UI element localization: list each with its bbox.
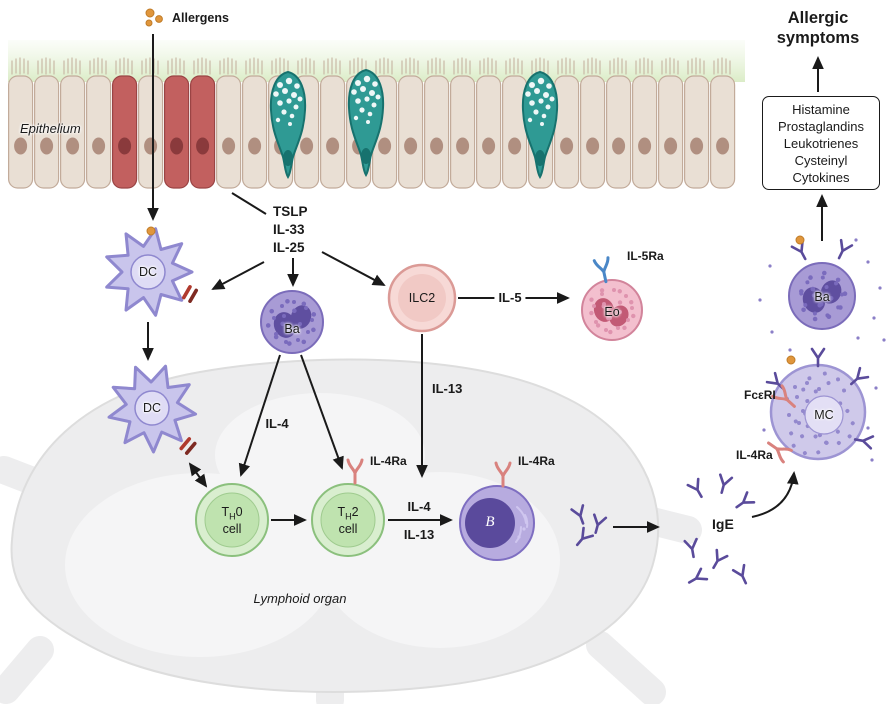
title-line1: Allergic xyxy=(787,9,849,27)
pathway-arrows xyxy=(142,34,828,533)
mediator-item: Leukotrienes xyxy=(783,135,859,151)
th0-name: TH0 xyxy=(221,505,243,522)
eosinophil-label: Eo xyxy=(604,305,620,319)
mediator-item: Histamine xyxy=(792,101,850,117)
ilc2-label: ILC2 xyxy=(408,291,436,305)
degranulation-particles xyxy=(758,238,886,462)
th2-cell-shape xyxy=(311,483,385,557)
allergens-icon xyxy=(145,8,163,27)
il5-label: IL-5 xyxy=(494,290,526,306)
eosinophil-cell xyxy=(581,279,643,341)
allergen-dot-on-dc xyxy=(146,226,156,236)
mediator-item: Cysteinyl xyxy=(794,152,848,168)
il4ra-b-label: IL-4Ra xyxy=(518,454,555,468)
il13-ilc2-label: IL-13 xyxy=(432,381,463,396)
mediators-box: Histamine Prostaglandins Leukotrienes Cy… xyxy=(762,96,880,190)
title-line2: symptoms xyxy=(776,29,860,47)
basophil-right-label: Ba xyxy=(814,290,830,304)
ilc2-cell xyxy=(387,263,457,333)
basophil-activated-shape xyxy=(788,262,856,330)
il33-label: IL-33 xyxy=(273,222,305,237)
dc-upper-label: DC xyxy=(138,265,158,279)
basophil-label: Ba xyxy=(284,322,300,336)
b-cell-label: B xyxy=(485,514,495,530)
il4ra-mc-label: IL-4Ra xyxy=(736,448,773,462)
il4-th2-label: IL-4 xyxy=(407,499,431,514)
epithelium-label: Epithelium xyxy=(20,121,81,136)
ige-label: IgE xyxy=(712,516,734,532)
th2-name: TH2 xyxy=(337,505,359,522)
th2-cell-label: TH2 cell xyxy=(337,505,358,536)
mediator-item: Cytokines xyxy=(792,169,850,185)
allergen-dot-on-mc xyxy=(786,355,796,365)
th0-cell-shape xyxy=(195,483,269,557)
mhc-receptor-icon-upper xyxy=(181,284,199,304)
th0-cell-label: TH0 cell xyxy=(221,505,242,536)
il13-th2-label: IL-13 xyxy=(403,527,435,542)
mast-cell-label: MC xyxy=(814,408,834,422)
il4ra-th2-label: IL-4Ra xyxy=(370,454,407,468)
tslp-label: TSLP xyxy=(273,204,308,219)
fceri-label: FcεRI xyxy=(744,388,776,402)
th2-word: cell xyxy=(338,521,358,536)
alarmin-cytokines-label: TSLP IL-33 IL-25 xyxy=(273,203,308,257)
allergic-symptoms-title: Allergic symptoms xyxy=(777,8,860,48)
b-cell-shape xyxy=(459,485,535,561)
dc-lower-label: DC xyxy=(142,401,162,415)
il25-label: IL-25 xyxy=(273,240,305,255)
th0-word: cell xyxy=(222,521,242,536)
lymphoid-organ-label: Lymphoid organ xyxy=(253,591,347,606)
allergen-dot-on-basophil xyxy=(795,235,805,245)
mediator-item: Prostaglandins xyxy=(778,118,864,134)
basophil-cell xyxy=(259,290,326,356)
allergens-label: Allergens xyxy=(172,11,229,25)
il5ra-label: IL-5Ra xyxy=(627,249,664,263)
il4-ba-label: IL-4 xyxy=(265,416,289,431)
